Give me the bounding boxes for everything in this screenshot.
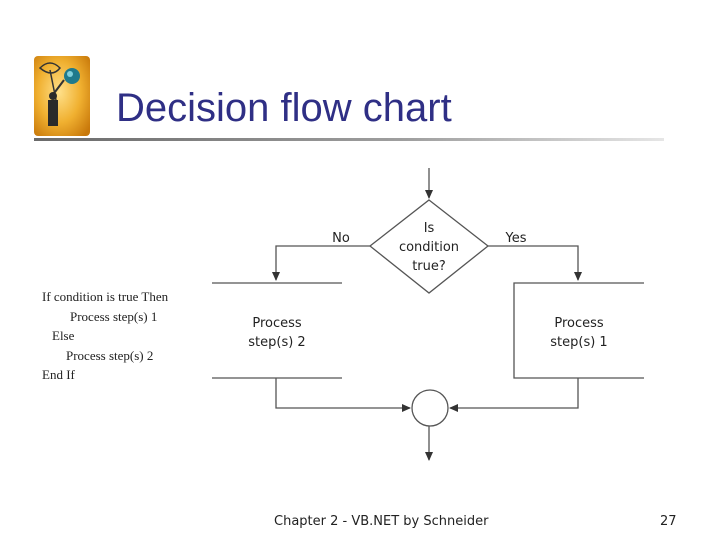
code-line: End If <box>42 367 75 382</box>
left-process-label-line1: Process <box>252 316 302 331</box>
code-line: If condition is true Then <box>42 289 169 304</box>
code-line: Else <box>52 328 75 343</box>
title-underline <box>34 138 664 141</box>
decision-label-line1: Is <box>424 221 435 236</box>
right-process-label-line2: step(s) 1 <box>550 335 607 350</box>
slide-logo-icon <box>34 56 90 136</box>
code-line: Process step(s) 1 <box>70 308 158 324</box>
page-number: 27 <box>660 514 677 529</box>
yes-label: Yes <box>505 231 527 246</box>
merge-connector <box>411 389 449 427</box>
footer-text: Chapter 2 - VB.NET by Schneider <box>274 514 489 529</box>
left-process-label-line2: step(s) 2 <box>248 335 305 350</box>
slide-title: Decision flow chart <box>116 86 452 130</box>
decision-diamond <box>368 199 490 294</box>
right-process-label-line1: Process <box>554 316 604 331</box>
right-process-box <box>513 282 644 379</box>
pseudocode-block: If condition is true Then Process step(s… <box>42 287 168 385</box>
decision-label-line2: condition <box>399 240 459 255</box>
no-branch-arrow <box>272 245 370 281</box>
code-line: Process step(s) 2 <box>66 347 154 363</box>
decision-label-line3: true? <box>412 259 446 274</box>
left-merge-arrow <box>275 378 411 412</box>
no-label: No <box>332 231 350 246</box>
yes-branch-arrow <box>488 245 582 281</box>
right-merge-arrow <box>449 378 579 412</box>
